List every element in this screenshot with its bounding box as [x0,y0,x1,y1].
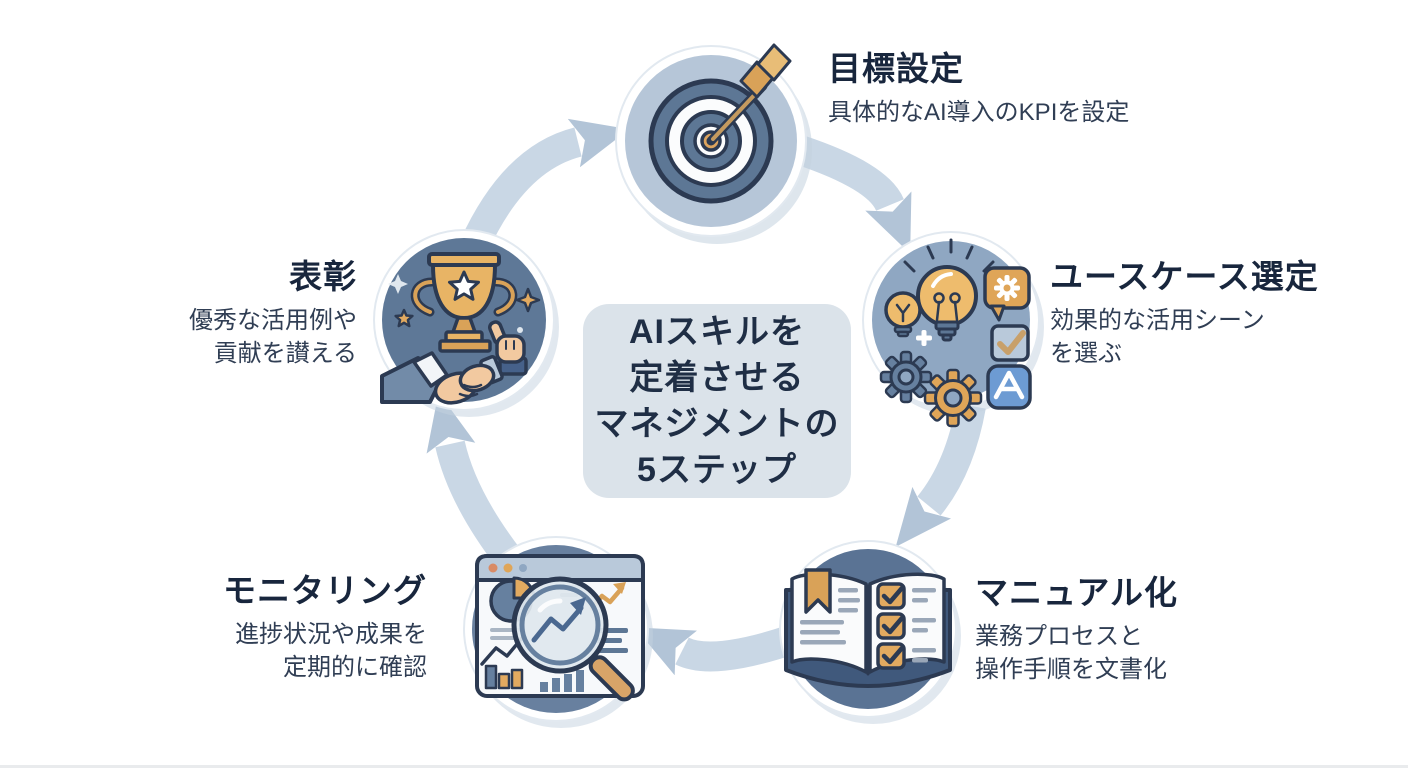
center-title-line: マネジメントの [594,405,840,443]
step-description: 具体的なAI導入のKPIを設定 [828,96,1129,129]
dashboard-magnifier-icon [475,554,645,702]
step-title: 表彰 [289,258,357,295]
step-node-goal-setting [615,43,812,244]
step-title: 目標設定 [828,50,964,87]
bar-chart [480,636,584,692]
small-lightbulb [884,291,922,338]
arrow-award-to-goal [460,118,630,253]
left-page-lines [800,588,860,645]
step-description-line: 具体的なAI導入のKPIを設定 [828,98,1130,126]
arrow-goal-to-usecase [795,135,912,254]
step-description-line: 貢献を讃える [213,339,357,367]
arrow-manual-to-monitoring [634,625,795,676]
step-description: 効果的な活用シーン を選ぶ [1050,304,1319,370]
step-description-line: 進捗状況や成果を [235,620,427,648]
browser-header [475,554,645,582]
center-title-line: 定着させる [629,359,805,397]
checkbox-icon [990,324,1030,362]
center-title-box: AIスキルを 定着させる マネジメントの 5ステップ [583,304,851,498]
trophy-handshake-icon [380,252,541,405]
step-description-line: 効果的な活用シーン [1050,306,1265,334]
bottom-edge-artifact [0,765,1408,768]
step-description-line: を選ぶ [1050,339,1122,367]
label-use-case-selection: ユースケース選定 効果的な活用シーン を選ぶ [1050,258,1319,370]
label-manualization: マニュアル化 業務プロセスと 操作手順を文書化 [975,574,1178,686]
open-manual-checklist-icon [784,568,952,688]
large-lightbulb [916,265,978,342]
step-description-line: 操作手順を文書化 [975,655,1167,683]
thumbs-up [488,320,528,376]
handshake [380,351,504,405]
gear-speech-bubble-icon [983,266,1031,322]
step-description-line: 優秀な活用例や [189,306,357,334]
trophy [410,252,518,353]
trophy-star [448,270,480,301]
label-recognition: 表彰 優秀な活用例や 貢献を讃える [189,258,357,370]
gear-orange-icon [923,368,983,428]
gear-slate-icon [879,350,933,404]
center-title-line: AIスキルを [629,313,805,351]
target-bullseye-arrow-icon [648,43,792,204]
label-monitoring: モニタリング 進捗状況や成果を 定期的に確認 [223,572,427,684]
step-description: 進捗状況や成果を 定期的に確認 [223,618,427,684]
arrow-monitoring-to-award [426,392,522,570]
lightbulb-gears-icon [879,238,1032,428]
step-node-use-case [862,231,1044,428]
label-goal-setting: 目標設定 具体的なAI導入のKPIを設定 [828,50,1129,129]
step-description: 業務プロセスと 操作手順を文書化 [975,620,1178,686]
step-node-manualization [779,540,961,724]
step-title: ユースケース選定 [1050,258,1319,295]
step-node-monitoring [463,536,653,728]
step-title: モニタリング [223,572,427,609]
step-description-line: 業務プロセスと [975,622,1143,650]
step-description: 優秀な活用例や 貢献を讃える [189,304,357,370]
magnifier [511,576,635,702]
plus-icon [916,330,932,346]
bookmark [804,568,832,614]
bulb-rays [903,238,995,273]
step-description-line: 定期的に確認 [283,653,427,681]
checklist-rows [876,582,936,670]
step-title: マニュアル化 [975,574,1179,611]
step-node-recognition [373,229,559,417]
sparkles [388,274,541,333]
center-title-line: 5ステップ [637,451,797,489]
app-store-icon [986,364,1032,410]
